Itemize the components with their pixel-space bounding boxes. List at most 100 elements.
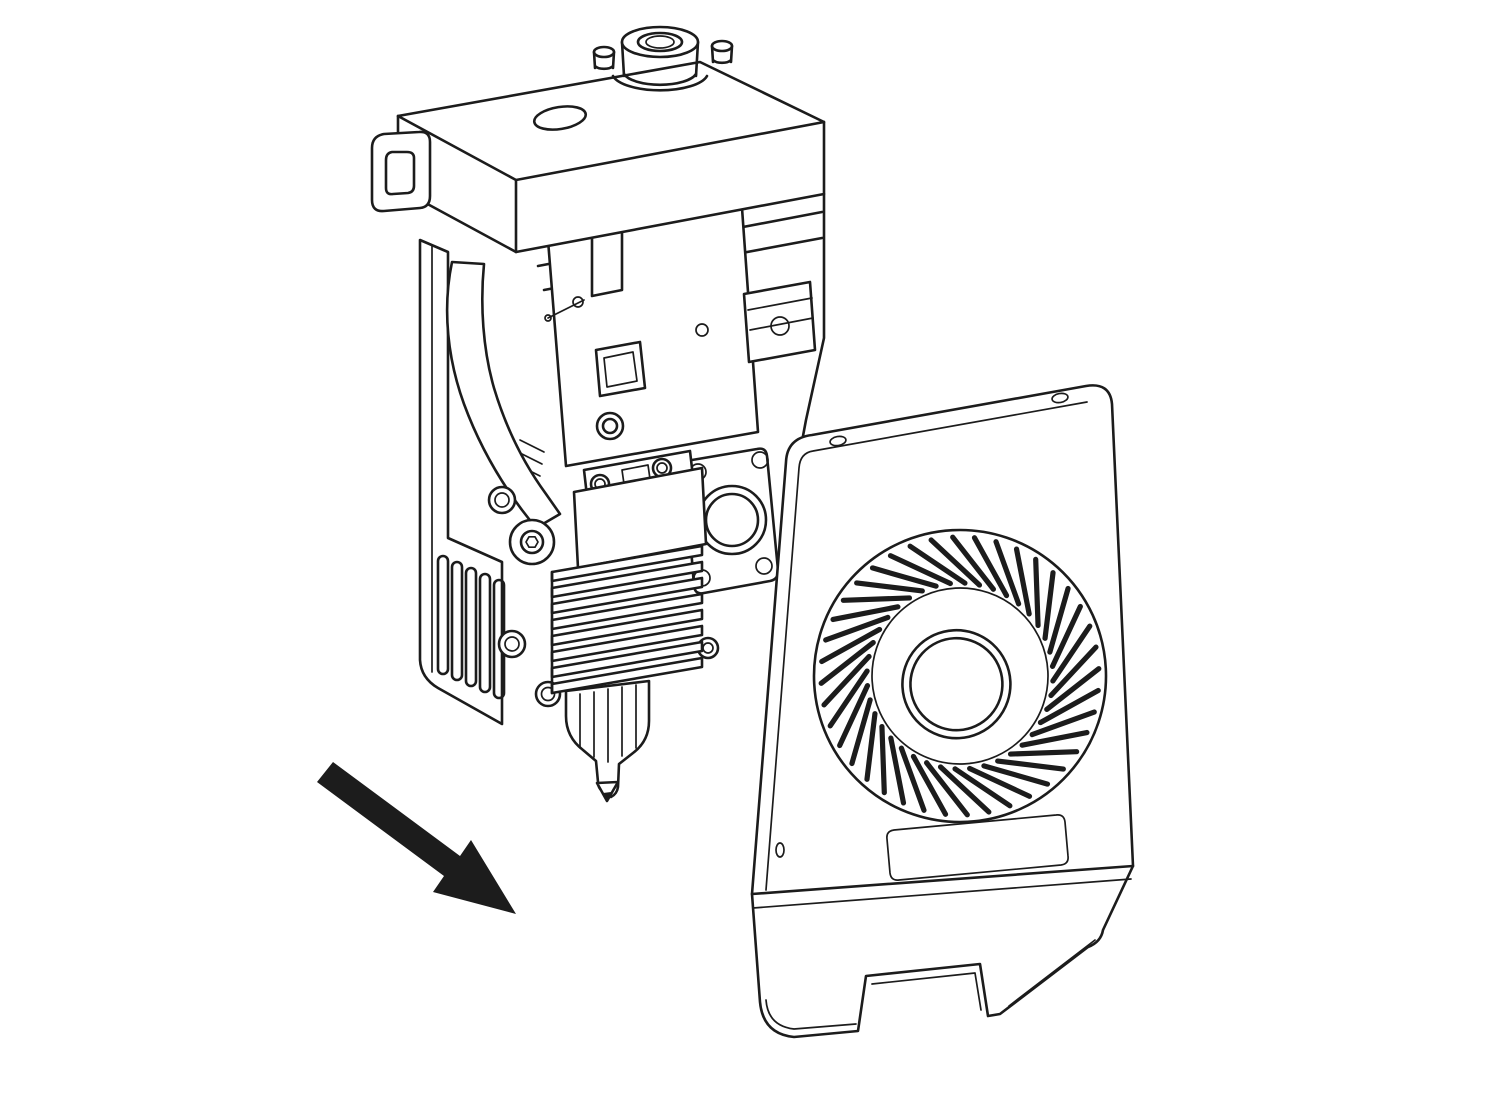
spring-coils <box>513 439 545 489</box>
fan-grille-slat <box>1042 570 1056 641</box>
fan-grille-slat <box>823 614 891 643</box>
motor-lamination <box>747 297 813 311</box>
inlet-side <box>620 40 700 78</box>
inlet-screw <box>710 39 734 53</box>
inlet-bottom-arc <box>622 72 698 87</box>
vent-slot <box>464 566 478 688</box>
fan-grille-slat <box>952 766 1013 809</box>
fan-grille-slat <box>1019 729 1090 748</box>
inlet-bore-inner <box>645 35 675 49</box>
mount-tab-body <box>370 130 432 213</box>
fan-grille-slat <box>898 745 927 813</box>
inlet-collar-arc <box>611 74 709 92</box>
hotend <box>564 679 651 803</box>
hex-screw-socket <box>494 492 510 508</box>
mount-tab <box>370 130 432 213</box>
left-frame <box>418 238 506 726</box>
fan-grille-slat <box>879 723 887 796</box>
inlet-screw <box>592 45 616 59</box>
motor-lamination <box>749 317 814 331</box>
fan-grille-slat <box>1044 666 1102 713</box>
tension-spring <box>513 439 545 489</box>
plate-pinhole <box>695 323 709 337</box>
led-hole <box>775 842 785 858</box>
lever-boss-hex <box>525 535 539 549</box>
fan-grille-slat <box>950 534 997 592</box>
fan-cover-silhouette <box>750 384 1135 1039</box>
extruder-assembly <box>370 25 826 803</box>
motor-body <box>742 280 817 364</box>
fan-grille-slat <box>910 753 949 817</box>
fan-grille-slat <box>928 537 983 588</box>
notch-inner-edge <box>871 972 982 1011</box>
fan-grille-slat <box>830 604 901 623</box>
label-recess <box>886 814 1069 881</box>
heatsink-cold-block <box>572 466 708 570</box>
nozzle-tip <box>603 792 611 801</box>
fan-grille-slat <box>819 626 883 665</box>
hex-screw-socket <box>540 686 556 702</box>
cover-top-screw-hole <box>1051 392 1069 404</box>
cover-wall-inner-edge <box>765 401 1088 891</box>
idler-lever <box>445 260 562 566</box>
fan-grille-slats <box>818 534 1102 818</box>
top-cover-edges <box>396 114 826 254</box>
fan-hub-inner <box>909 636 1004 732</box>
fan-grille-slat <box>1050 623 1093 684</box>
fan-grille-slat <box>854 580 925 594</box>
fan-grille <box>812 528 1108 824</box>
lower-shell-details <box>765 939 1096 1030</box>
fan-grille-slat <box>1033 556 1041 629</box>
inlet-screw-side <box>710 44 734 65</box>
fan-grille-slat <box>937 764 992 815</box>
lower-shell-inner-edge <box>1008 939 1096 1007</box>
plate-square-inner <box>603 351 638 388</box>
fan-grille-slat <box>1013 546 1032 617</box>
plate-square-opening <box>594 340 647 398</box>
cover-seam-inner <box>752 878 1132 909</box>
fan-grille-slat <box>907 543 968 586</box>
hotend-fan-mount <box>683 447 780 660</box>
cover-seam <box>750 864 1135 896</box>
tension-pin <box>547 299 585 319</box>
fan-grille-slat <box>849 697 873 767</box>
inlet-bore <box>636 31 684 53</box>
fan-cover <box>750 384 1135 1039</box>
fan-grille-slat <box>967 765 1033 799</box>
fan-grille-slat <box>864 711 878 782</box>
hex-screw <box>487 485 517 515</box>
vent-slot <box>478 572 492 694</box>
fan-grille-slat <box>1047 585 1071 655</box>
top-cover-hole <box>532 105 588 131</box>
plate-hole-outer <box>595 411 625 441</box>
fan-mount-screw <box>755 557 773 575</box>
fan-grille-outer-ring <box>812 528 1108 824</box>
inlet-screw-side <box>592 50 616 71</box>
fan-grille-slat <box>818 639 876 686</box>
fan-grille-slat <box>840 595 913 603</box>
fan-grille-slat <box>923 760 970 818</box>
cover-top-screw-hole <box>829 435 847 447</box>
fan-grille-slat <box>888 735 907 806</box>
inlet-top <box>620 25 700 59</box>
fan-grille-slat <box>1048 644 1099 699</box>
fan-grille-slat <box>1049 603 1083 669</box>
heatsink <box>550 449 708 695</box>
fan-grille-slat <box>1037 687 1101 726</box>
vent-slots <box>436 554 506 700</box>
vent-slot <box>436 554 450 676</box>
front-plate-body <box>546 206 760 468</box>
direction-arrow <box>317 762 516 914</box>
filament-inlet <box>592 25 734 92</box>
motor-block <box>742 280 817 364</box>
hex-screw <box>497 629 527 659</box>
fan-grille-slat <box>821 653 872 708</box>
fan-grille-slat <box>887 553 953 587</box>
shroud-flutes <box>579 684 637 763</box>
front-plate <box>544 206 760 468</box>
fan-grille-slat <box>869 565 939 589</box>
fan-grille-inner-ring <box>871 587 1049 765</box>
fan-hub <box>901 628 1012 740</box>
